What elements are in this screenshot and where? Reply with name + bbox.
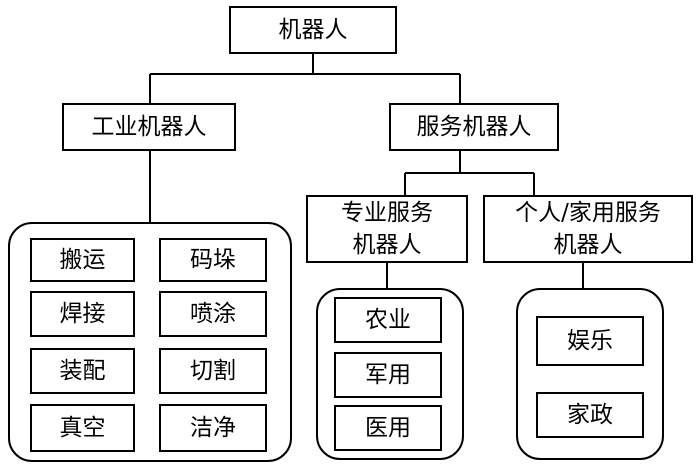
- industrial-item-handling: 搬运: [30, 238, 135, 282]
- professional-item-medical: 医用: [334, 405, 442, 451]
- industrial-item-cleanroom: 洁净: [159, 404, 267, 452]
- node-personal-service-robot: 个人/家用服务 机器人: [483, 195, 693, 263]
- node-industrial-robot: 工业机器人: [62, 103, 236, 151]
- professional-item-agriculture: 农业: [334, 297, 442, 343]
- professional-item-military: 军用: [334, 352, 442, 398]
- node-professional-service-robot: 专业服务 机器人: [306, 195, 468, 263]
- node-service-robot: 服务机器人: [389, 103, 559, 151]
- industrial-item-spraying: 喷涂: [159, 291, 267, 337]
- personal-item-housekeeping: 家政: [536, 392, 644, 438]
- industrial-item-welding: 焊接: [30, 291, 135, 337]
- industrial-item-cutting: 切割: [159, 348, 267, 394]
- node-root: 机器人: [229, 6, 397, 54]
- industrial-item-palletizing: 码垛: [159, 238, 267, 282]
- industrial-item-vacuum: 真空: [30, 404, 135, 452]
- industrial-item-assembly: 装配: [30, 348, 135, 394]
- personal-item-entertainment: 娱乐: [536, 316, 644, 366]
